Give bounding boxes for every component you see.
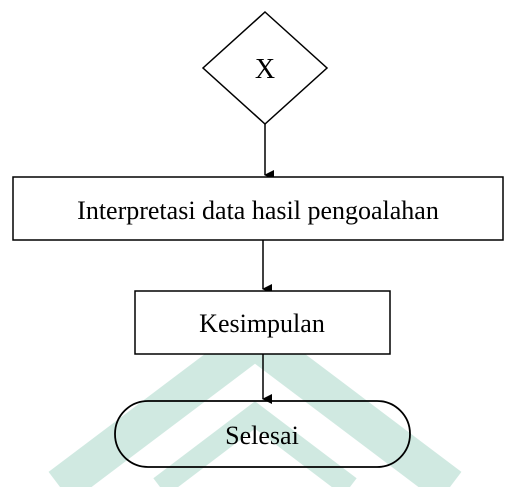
- connector-label: X: [255, 54, 275, 85]
- watermark-logo: [48, 316, 462, 487]
- process-step-interpretasi-label: Interpretasi data hasil pengoalahan: [77, 196, 439, 225]
- process-step-kesimpulan: Kesimpulan: [134, 290, 391, 355]
- terminator-selesai: Selesai: [114, 400, 411, 468]
- process-step-interpretasi: Interpretasi data hasil pengoalahan: [12, 176, 504, 241]
- process-step-kesimpulan-label: Kesimpulan: [199, 309, 325, 338]
- terminator-label: Selesai: [225, 421, 299, 450]
- connector-diamond: X: [201, 10, 329, 126]
